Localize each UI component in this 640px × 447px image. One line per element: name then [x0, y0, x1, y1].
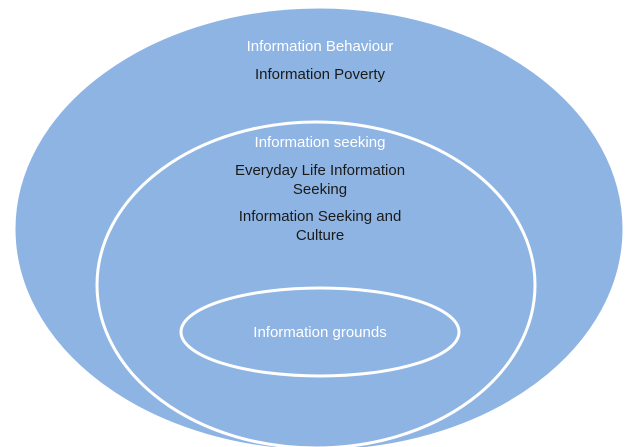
middle-item-1-line-2: Seeking — [292, 181, 348, 198]
inner-title: Information grounds — [253, 324, 387, 341]
middle-item-2-line-2: Culture — [295, 227, 345, 244]
inner-ellipse-information-grounds — [179, 286, 461, 378]
outer-item-information-poverty: Information Poverty — [254, 66, 386, 83]
middle-ellipse-information-seeking — [95, 120, 537, 447]
middle-item-everyday-life-information-seeking: Everyday Life Information Seeking — [0, 161, 640, 199]
middle-title: Information seeking — [254, 134, 386, 151]
middle-item-information-seeking-and-culture: Information Seeking and Culture — [0, 207, 640, 245]
middle-item-2-line-1: Information Seeking and — [238, 208, 402, 225]
middle-item-1-line-1: Everyday Life Information — [234, 162, 406, 179]
outer-title: Information Behaviour — [246, 38, 394, 55]
